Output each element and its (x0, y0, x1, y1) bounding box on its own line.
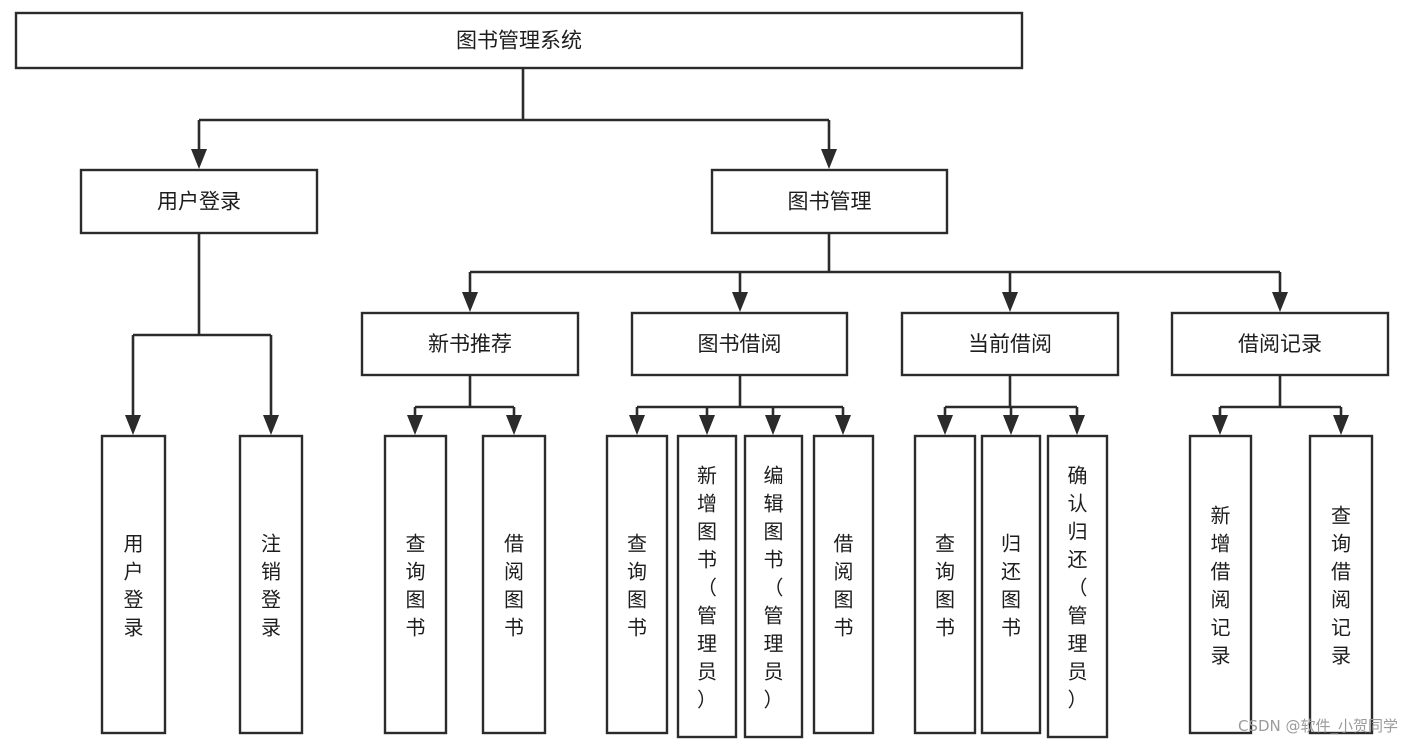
connector-arrowhead (1212, 415, 1228, 435)
node-box-leaf-query-record (1308, 434, 1374, 735)
node-box-leaf-add-book (676, 434, 738, 739)
connector-arrowhead (125, 415, 141, 435)
node-book-borrow[interactable]: 图书借阅 (630, 311, 849, 377)
connector-arrowhead (937, 415, 953, 435)
connector-group-bus-root (191, 68, 837, 169)
connector-arrowhead (699, 415, 715, 435)
csdn-watermark: CSDN @软件_小贺同学 (1238, 717, 1398, 736)
node-label-leaf-borrow-book-1: 借阅图书 (504, 531, 524, 639)
node-box-book-borrow (630, 311, 849, 377)
node-root[interactable]: 图书管理系统 (14, 11, 1024, 70)
connector-arrowhead (1003, 415, 1019, 435)
node-box-borrow-record (1170, 311, 1390, 377)
node-box-leaf-query-book-2 (605, 434, 669, 735)
node-leaf-confirm-return[interactable]: 确认归还（管理员） (1046, 434, 1109, 739)
connectors-layer (125, 68, 1349, 435)
node-label-leaf-return-book: 归还图书 (1001, 531, 1021, 639)
node-box-leaf-user-login (100, 434, 167, 735)
node-label-book-borrow: 图书借阅 (698, 332, 782, 356)
node-leaf-add-book[interactable]: 新增图书（管理员） (676, 434, 738, 739)
node-label-borrow-record: 借阅记录 (1238, 332, 1322, 356)
node-leaf-borrow-book-1[interactable]: 借阅图书 (481, 434, 547, 735)
connector-group-bus-book-manage (462, 233, 1288, 312)
node-label-leaf-add-book: 新增图书（管理员） (697, 463, 717, 711)
node-box-leaf-query-book-1 (383, 434, 448, 735)
connector-group-bus-new-book-rec (407, 375, 522, 435)
node-leaf-query-book-3[interactable]: 查询图书 (913, 434, 977, 735)
connector-arrowhead (835, 415, 851, 435)
connector-arrowhead (732, 292, 748, 312)
node-label-leaf-borrow-book-2: 借阅图书 (834, 531, 854, 639)
connector-group-bus-book-borrow (629, 375, 851, 435)
node-label-leaf-query-record: 查询借阅记录 (1331, 503, 1351, 667)
node-leaf-query-book-1[interactable]: 查询图书 (383, 434, 448, 735)
connector-group-bus-borrow-record (1212, 375, 1349, 435)
node-leaf-query-book-2[interactable]: 查询图书 (605, 434, 669, 735)
node-leaf-user-login[interactable]: 用户登录 (100, 434, 167, 735)
connector-arrowhead (462, 292, 478, 312)
node-leaf-borrow-book-2[interactable]: 借阅图书 (812, 434, 875, 735)
node-label-leaf-user-login: 用户登录 (124, 531, 144, 639)
node-box-user-login (79, 168, 319, 235)
node-box-new-book-rec (360, 311, 580, 377)
node-box-leaf-edit-book (743, 434, 804, 739)
node-box-leaf-confirm-return (1046, 434, 1109, 739)
node-box-leaf-return-book (980, 434, 1042, 735)
node-user-login[interactable]: 用户登录 (79, 168, 319, 235)
node-label-leaf-logout: 注销登录 (261, 531, 281, 639)
connector-arrowhead (629, 415, 645, 435)
node-label-new-book-rec: 新书推荐 (428, 332, 512, 356)
node-new-book-rec[interactable]: 新书推荐 (360, 311, 580, 377)
node-leaf-query-record[interactable]: 查询借阅记录 (1308, 434, 1374, 735)
node-leaf-edit-book[interactable]: 编辑图书（管理员） (743, 434, 804, 739)
connector-arrowhead (821, 149, 837, 169)
node-label-book-manage: 图书管理 (788, 190, 872, 214)
node-box-leaf-query-book-3 (913, 434, 977, 735)
connector-arrowhead (407, 415, 423, 435)
node-label-root: 图书管理系统 (456, 29, 582, 53)
node-box-leaf-borrow-book-2 (812, 434, 875, 735)
connector-arrowhead (1002, 292, 1018, 312)
node-label-leaf-query-book-1: 查询图书 (406, 531, 426, 639)
node-leaf-return-book[interactable]: 归还图书 (980, 434, 1042, 735)
node-leaf-logout[interactable]: 注销登录 (238, 434, 304, 735)
node-box-leaf-logout (238, 434, 304, 735)
node-box-root (14, 11, 1024, 70)
node-current-borrow[interactable]: 当前借阅 (900, 311, 1120, 377)
connector-arrowhead (263, 415, 279, 435)
node-label-leaf-confirm-return: 确认归还（管理员） (1068, 463, 1088, 711)
connector-arrowhead (1333, 415, 1349, 435)
node-leaf-add-record[interactable]: 新增借阅记录 (1188, 434, 1253, 735)
connector-arrowhead (191, 149, 207, 169)
node-book-manage[interactable]: 图书管理 (710, 168, 949, 235)
node-label-leaf-query-book-3: 查询图书 (935, 531, 955, 639)
node-borrow-record[interactable]: 借阅记录 (1170, 311, 1390, 377)
node-label-current-borrow: 当前借阅 (968, 332, 1052, 356)
node-label-leaf-add-record: 新增借阅记录 (1211, 503, 1231, 667)
node-label-leaf-query-book-2: 查询图书 (627, 531, 647, 639)
nodes-layer: 图书管理系统用户登录图书管理新书推荐图书借阅当前借阅借阅记录用户登录注销登录查询… (14, 11, 1390, 739)
connector-arrowhead (506, 415, 522, 435)
connector-arrowhead (1069, 415, 1085, 435)
node-box-current-borrow (900, 311, 1120, 377)
node-box-leaf-borrow-book-1 (481, 434, 547, 735)
node-box-book-manage (710, 168, 949, 235)
connector-arrowhead (1272, 292, 1288, 312)
connector-arrowhead (765, 415, 781, 435)
node-box-leaf-add-record (1188, 434, 1253, 735)
connector-group-bus-user-login (125, 233, 279, 435)
connector-group-bus-current-borrow (937, 375, 1085, 435)
node-label-user-login: 用户登录 (157, 190, 241, 214)
node-label-leaf-edit-book: 编辑图书（管理员） (764, 463, 784, 711)
